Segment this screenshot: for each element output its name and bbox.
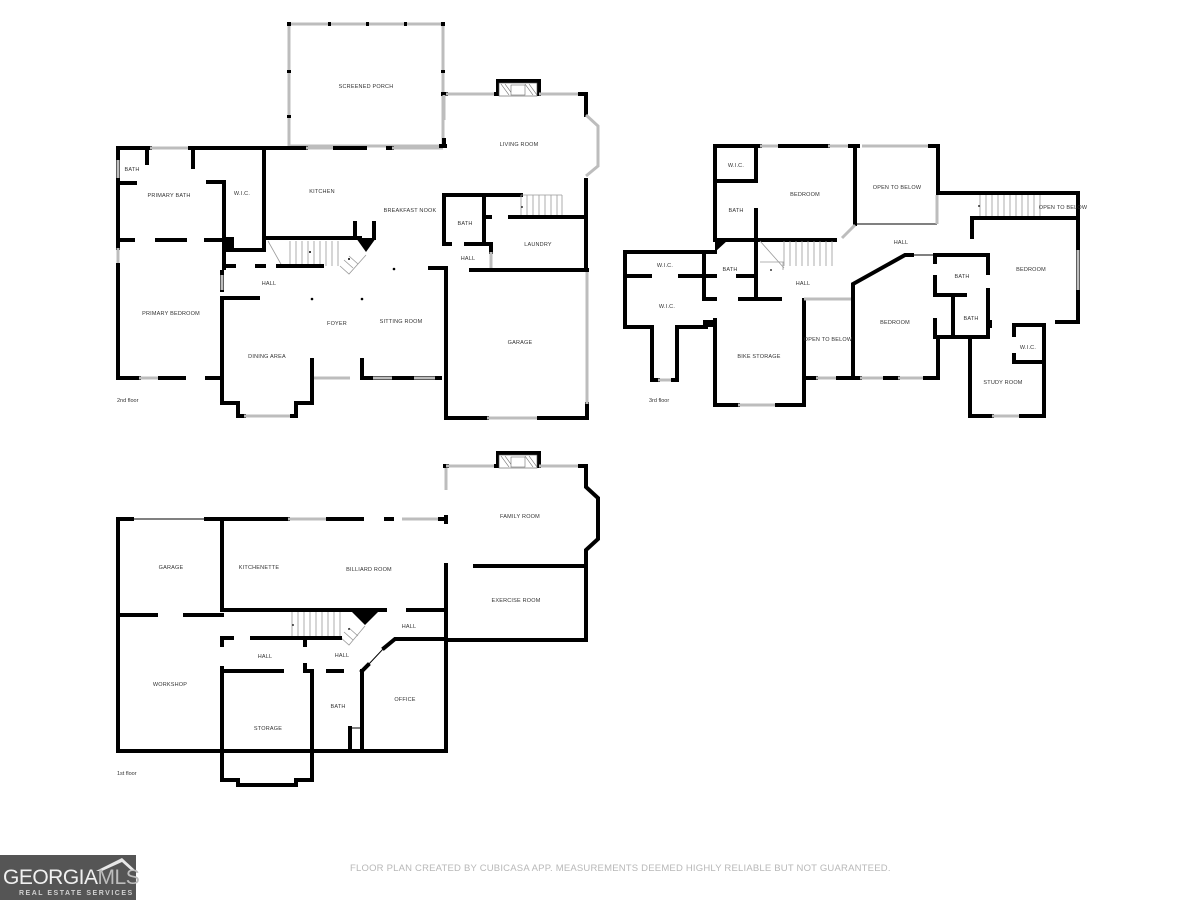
logo-text-mls: MLS (97, 866, 140, 889)
stairs-laundry (520, 195, 563, 215)
label-wic-3rd-left-top: W.I.C. (657, 263, 673, 269)
label-hall-3rd-mid: HALL (796, 281, 811, 287)
floor-label-2nd: 2nd floor (117, 398, 139, 404)
label-hall-laundry: HALL (461, 256, 476, 262)
label-hall-1st-center: HALL (335, 653, 350, 659)
label-kitchen: KITCHEN (309, 189, 335, 195)
label-billiard-room: BILLIARD ROOM (346, 567, 392, 573)
label-dining-area: DINING AREA (248, 354, 286, 360)
label-kitchenette: KITCHENETTE (239, 565, 280, 571)
house-roof-icon (96, 858, 136, 871)
label-open-below-mid: OPEN TO BELOW (804, 337, 853, 343)
label-wic-study: W.I.C. (1020, 345, 1036, 351)
label-hall-1st-left: HALL (258, 654, 273, 660)
label-workshop: WORKSHOP (153, 682, 187, 688)
logo-text-georgia: GEORGIA (3, 866, 98, 889)
label-open-below-stair: OPEN TO BELOW (1039, 205, 1088, 211)
label-bedroom-mid: BEDROOM (880, 320, 910, 326)
label-wic-2nd: W.I.C. (234, 191, 250, 197)
label-screened-porch: SCREENED PORCH (339, 84, 394, 90)
main-walls-2nd (116, 144, 589, 420)
disclaimer-text: FLOOR PLAN CREATED BY CUBICASA APP. MEAS… (350, 863, 891, 874)
label-bath-3rd-mid: BATH (722, 267, 737, 273)
label-wic-3rd-top: W.I.C. (728, 163, 744, 169)
label-primary-bedroom: PRIMARY BEDROOM (142, 311, 200, 317)
label-bath-3rd-e1: BATH (954, 274, 969, 280)
floor-3rd: W.I.C. BATH BEDROOM OPEN TO BELOW OPEN T… (623, 144, 1088, 418)
label-bath-small-2nd: BATH (124, 167, 139, 173)
label-bedroom-nw: BEDROOM (790, 192, 820, 198)
label-primary-bath: PRIMARY BATH (147, 193, 190, 199)
label-storage: STORAGE (254, 726, 282, 732)
label-foyer: FOYER (327, 321, 347, 327)
label-hall-2nd: HALL (262, 281, 277, 287)
walls-3rd (623, 144, 1080, 418)
label-bath-laundry: BATH (457, 221, 472, 227)
label-family-room: FAMILY ROOM (500, 514, 540, 520)
living-room-walls (441, 79, 600, 270)
label-hall-3rd-top: HALL (894, 240, 909, 246)
stairs-2nd (267, 240, 367, 275)
label-open-below-top: OPEN TO BELOW (873, 185, 922, 191)
label-laundry: LAUNDRY (524, 242, 552, 248)
walls-1st (116, 451, 600, 787)
floor-2nd: SCREENED PORCH LIVING ROOM BATH PRIMARY … (116, 22, 600, 420)
label-bedroom-east: BEDROOM (1016, 267, 1046, 273)
label-study-room: STUDY ROOM (983, 380, 1022, 386)
label-bath-3rd-top: BATH (728, 208, 743, 214)
floor-1st: FAMILY ROOM GARAGE KITCHENETTE BILLIARD … (116, 451, 600, 787)
stairs-3rd-mid (759, 240, 833, 271)
stairs-3rd-east (978, 195, 1041, 217)
floor-label-1st: 1st floor (117, 771, 137, 777)
label-bike-storage: BIKE STORAGE (737, 354, 780, 360)
label-sitting-room: SITTING ROOM (380, 319, 423, 325)
stairs-1st (291, 612, 366, 646)
label-breakfast-nook: BREAKFAST NOOK (384, 208, 437, 214)
label-bath-1st: BATH (330, 704, 345, 710)
label-hall-1st-right: HALL (402, 624, 417, 630)
label-garage-2nd: GARAGE (508, 340, 533, 346)
label-bath-3rd-e2: BATH (963, 316, 978, 322)
label-wic-3rd-left: W.I.C. (659, 304, 675, 310)
label-office: OFFICE (394, 697, 415, 703)
floor-label-3rd: 3rd floor (649, 398, 669, 404)
label-exercise-room: EXERCISE ROOM (491, 598, 540, 604)
label-garage-1st: GARAGE (159, 565, 184, 571)
label-living-room: LIVING ROOM (500, 142, 539, 148)
georgia-mls-logo: GEORGIAMLS REAL ESTATE SERVICES (0, 855, 140, 900)
logo-subtitle: REAL ESTATE SERVICES (19, 890, 134, 897)
